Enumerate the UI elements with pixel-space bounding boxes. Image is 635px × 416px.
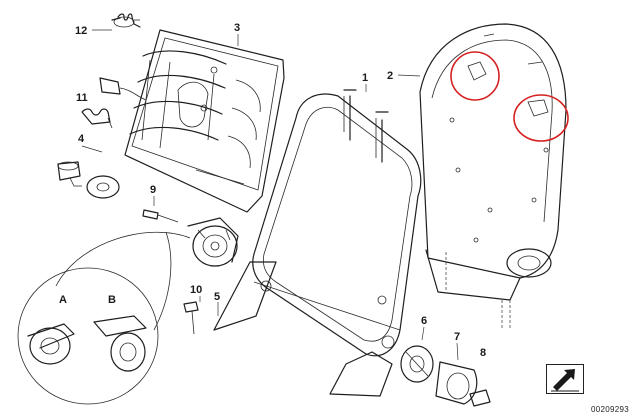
part-7-knob[interactable] (435, 361, 478, 405)
callout-2: 2 (387, 70, 393, 82)
callout-a: A (59, 294, 67, 306)
part-11-spring-connector[interactable] (81, 77, 147, 129)
diagram-id-label: 00209293 (591, 405, 629, 414)
part-3-spring-mat[interactable] (124, 29, 285, 213)
detail-inset (17, 231, 191, 405)
callout-11: 11 (76, 92, 88, 104)
callout-3: 3 (234, 22, 240, 34)
part-10-bolt[interactable] (183, 301, 199, 335)
part-12-spring[interactable] (111, 13, 141, 28)
part-1-backrest-frame[interactable] (213, 89, 422, 397)
detail-part-b[interactable] (93, 315, 147, 372)
callout-7: 7 (454, 331, 460, 343)
callout-labels: 12 3 1 2 11 4 9 10 5 6 7 8 A B (59, 22, 486, 359)
callout-5: 5 (214, 291, 220, 303)
part-6-cover[interactable] (400, 345, 434, 383)
callout-4: 4 (78, 133, 85, 145)
callout-9: 9 (150, 184, 156, 196)
callout-10: 10 (190, 284, 202, 296)
detail-part-a[interactable] (27, 323, 75, 365)
callout-1: 1 (362, 72, 368, 84)
callout-6: 6 (421, 315, 427, 327)
part-2-backrest-shell[interactable] (419, 23, 567, 330)
part-9-bolt[interactable] (142, 209, 179, 223)
part-5-recliner-hinge[interactable] (187, 217, 239, 267)
navigation-arrow-button[interactable] (546, 364, 584, 394)
callout-12: 12 (75, 25, 87, 37)
callout-8: 8 (480, 347, 486, 359)
highlight-circle-upper (450, 51, 500, 101)
highlight-circle-right (513, 94, 569, 142)
part-4-bushing[interactable] (57, 161, 120, 199)
part-8-clip[interactable] (469, 389, 491, 407)
diagonal-arrow-icon (551, 369, 579, 392)
leader-lines (81, 29, 459, 361)
callout-b: B (108, 294, 116, 306)
highlight-markers (450, 51, 569, 142)
